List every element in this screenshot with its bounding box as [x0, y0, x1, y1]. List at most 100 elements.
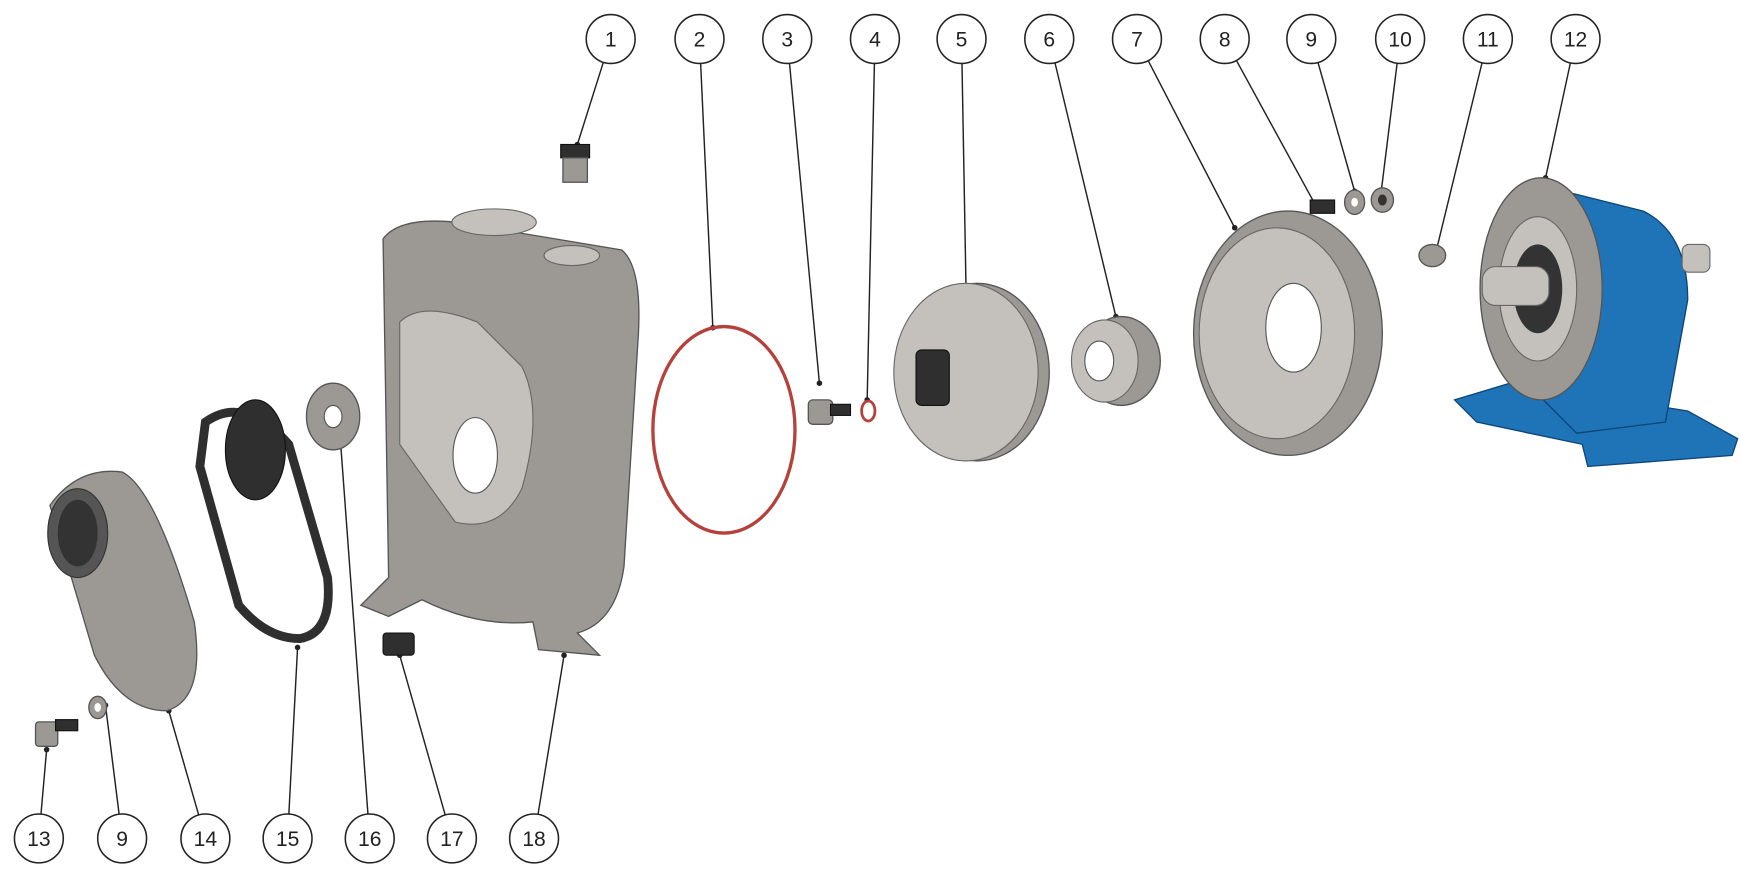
- callout-9: 9: [1286, 13, 1337, 65]
- callout-12: 12: [1550, 13, 1601, 65]
- leader-line-11: [1433, 62, 1483, 258]
- callout-circle: [1286, 13, 1337, 65]
- callout-number: 17: [440, 828, 463, 851]
- part-13-bolt: [34, 719, 79, 747]
- leader-line-17: [399, 655, 446, 816]
- callout-number: 10: [1388, 29, 1411, 52]
- callout-1: 1: [585, 13, 636, 65]
- part-3-bolt: [807, 399, 852, 425]
- callout-number: 14: [194, 828, 218, 851]
- leader-line-13: [40, 749, 48, 815]
- leader-line-14: [168, 710, 200, 816]
- part-14-suction-cover: [47, 470, 198, 712]
- callout-3: 3: [762, 13, 813, 65]
- callout-2: 2: [674, 13, 725, 65]
- callout-circle: [426, 813, 478, 864]
- callout-number: 8: [1219, 29, 1231, 52]
- callout-10: 10: [1374, 13, 1426, 65]
- callout-18: 18: [508, 813, 560, 864]
- leader-arrowhead: [561, 652, 567, 659]
- part-5-impeller: [893, 282, 1050, 462]
- callout-number: 3: [781, 29, 793, 52]
- leader-line-10: [1380, 63, 1398, 192]
- callout-circle: [96, 813, 148, 864]
- callout-5: 5: [936, 13, 987, 65]
- leader-line-15: [288, 647, 299, 815]
- callout-6: 6: [1024, 13, 1075, 65]
- callout-17: 17: [426, 813, 478, 864]
- leader-line-9: [1317, 62, 1356, 192]
- callout-11: 11: [1462, 13, 1514, 65]
- callout-8: 8: [1199, 13, 1250, 65]
- leader-line-5: [961, 63, 967, 287]
- part-15-gasket: [195, 399, 333, 644]
- callout-number: 18: [522, 828, 545, 851]
- callout-7: 7: [1111, 13, 1163, 65]
- callout-13: 13: [13, 813, 65, 864]
- callout-14: 14: [180, 813, 231, 864]
- part-6-mechanical-seal: [1070, 315, 1161, 407]
- callout-circle: [344, 813, 395, 864]
- part-9-washer-bottom: [88, 695, 108, 720]
- leader-line-18: [537, 655, 565, 815]
- callout-15: 15: [262, 813, 313, 864]
- part-12-bearing-frame: [1453, 177, 1739, 468]
- leader-arrowhead: [43, 746, 50, 753]
- callout-16: 16: [344, 813, 395, 864]
- leader-line-3: [788, 63, 821, 384]
- callout-circle: [1374, 13, 1426, 65]
- leader-line-9: [104, 705, 120, 815]
- callout-number: 5: [956, 29, 968, 52]
- callout-circle: [674, 13, 725, 65]
- callout-number: 6: [1043, 29, 1055, 52]
- callout-circle: [262, 813, 313, 864]
- part-1-plug: [560, 143, 591, 183]
- leader-arrowhead: [816, 380, 823, 386]
- callout-number: 4: [869, 29, 881, 52]
- part-9-washer-top: [1343, 189, 1366, 216]
- callout-number: 9: [116, 828, 128, 851]
- callout-number: 13: [27, 828, 50, 851]
- callout-circle: [180, 813, 231, 864]
- callout-number: 16: [358, 828, 381, 851]
- callout-number: 12: [1564, 29, 1587, 52]
- part-7-adapter-plate: [1192, 210, 1384, 457]
- part-18-pump-casing: [359, 208, 640, 657]
- callout-circle: [585, 13, 636, 65]
- part-11-bolt: [1418, 243, 1447, 268]
- callout-number: 1: [605, 29, 617, 52]
- leader-line-7: [1147, 60, 1236, 229]
- part-8-screw: [1309, 199, 1336, 214]
- leader-line-1: [576, 62, 605, 145]
- callout-number: 11: [1477, 29, 1499, 52]
- leader-line-4: [866, 63, 876, 400]
- leader-line-12: [1544, 62, 1572, 178]
- part-4-small-o-ring: [860, 399, 877, 423]
- part-17-plug: [382, 632, 415, 656]
- callout-number: 15: [276, 828, 299, 851]
- callout-4: 4: [849, 13, 901, 65]
- callout-circle: [1024, 13, 1075, 65]
- callout-9: 9: [96, 813, 148, 864]
- leader-line-8: [1235, 60, 1317, 206]
- callout-circle: [1462, 13, 1514, 65]
- callout-number: 7: [1131, 29, 1143, 52]
- callout-circle: [1199, 13, 1250, 65]
- callout-number: 2: [694, 29, 706, 52]
- leader-arrowhead: [294, 644, 301, 651]
- leader-arrowhead: [1231, 224, 1238, 231]
- callout-number: 9: [1305, 29, 1317, 52]
- leader-line-2: [699, 63, 714, 328]
- callout-circle: [1111, 13, 1163, 65]
- callout-circle: [1550, 13, 1601, 65]
- part-10-nut: [1370, 187, 1395, 213]
- part-2-o-ring: [651, 324, 797, 535]
- callout-circle: [508, 813, 560, 864]
- leader-line-16: [337, 416, 369, 815]
- callout-circle: [849, 13, 901, 65]
- part-16-washer: [305, 382, 361, 451]
- callout-circle: [13, 813, 65, 864]
- callout-circle: [762, 13, 813, 65]
- leader-line-6: [1054, 62, 1117, 317]
